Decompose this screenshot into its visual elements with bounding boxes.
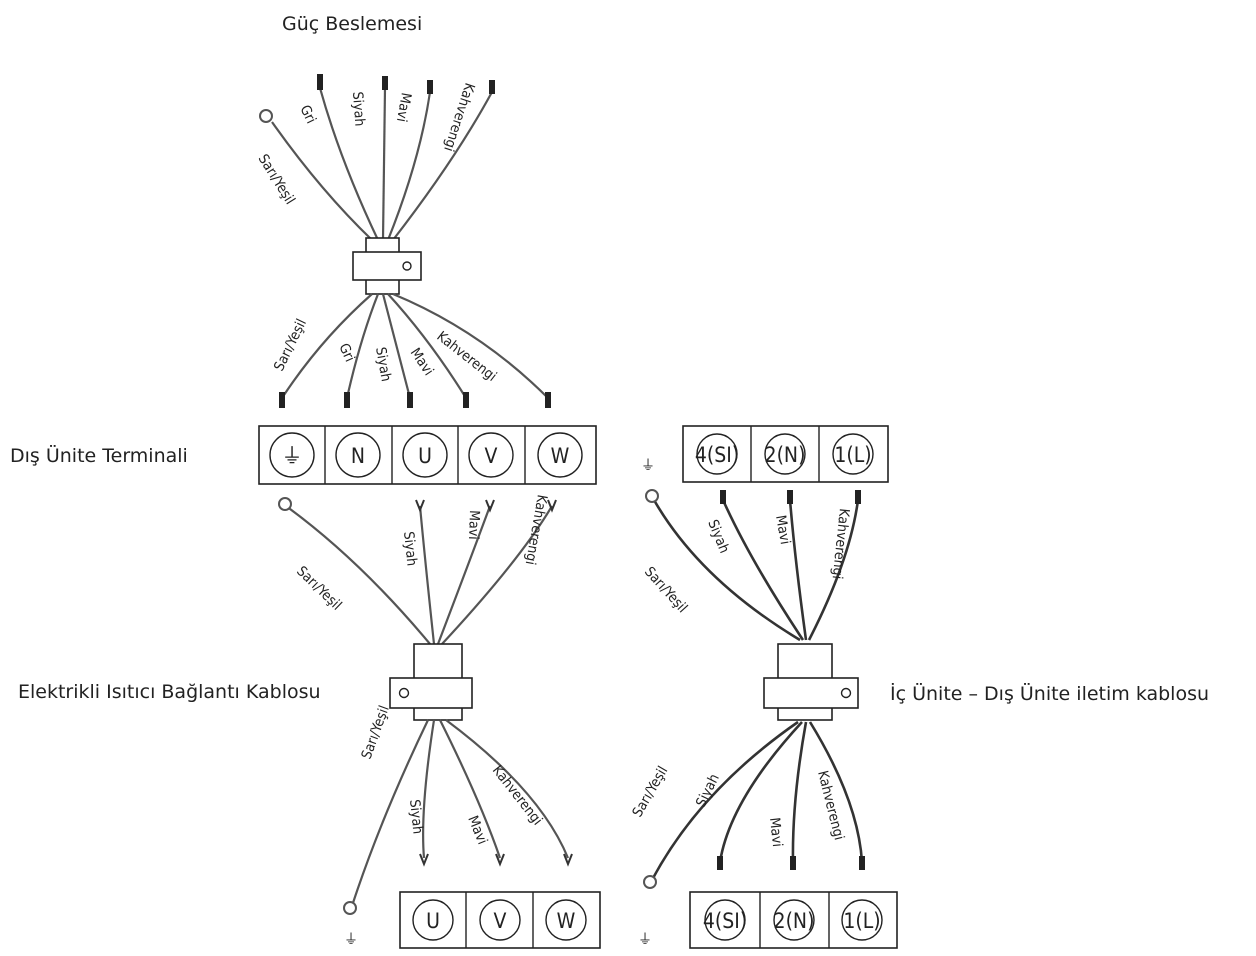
wire-label-black: Siyah — [349, 91, 367, 127]
terminal-n: N — [351, 444, 365, 468]
heater-wire-label-brown: Kahverengi — [522, 493, 550, 566]
wire-label-black-2: Siyah — [372, 346, 394, 383]
wire-label-blue: Mavi — [393, 91, 414, 123]
terminal-2n-bottom: 2(N) — [774, 909, 815, 933]
indoor-terminal-block-top: 4(SI) 2(N) 1(L) ⏚ — [641, 425, 889, 483]
terminal-1l-bottom: 1(L) — [843, 909, 880, 933]
heater-wire-label-blue: Mavi — [465, 510, 482, 540]
power-supply-bundle: Gri Siyah Mavi Kahverengi Sarı/Yeşil Sar… — [255, 74, 551, 408]
outdoor-terminal-block: ⏚ N U V W — [258, 425, 597, 485]
power-supply-title: Güç Beslemesi — [282, 13, 422, 35]
ground-icon-comm: ⏚ — [638, 932, 652, 948]
heater-wire-label-blue-2: Mavi — [464, 814, 490, 847]
comm-wire-label-blue-2: Mavi — [766, 817, 785, 848]
terminal-4si-top: 4(SI) — [695, 443, 739, 467]
wire-label-gray-2: Gri — [335, 341, 357, 364]
ground-icon: ⏚ — [641, 458, 655, 474]
comm-wire-label-brown: Kahverengi — [829, 508, 852, 580]
ground-icon-heater: ⏚ — [344, 932, 358, 948]
terminal-2n-top: 2(N) — [765, 443, 806, 467]
wire-label-brown: Kahverengi — [440, 81, 477, 153]
terminal-w: W — [551, 444, 570, 468]
comm-cable-title: İç Ünite – Dış Ünite iletim kablosu — [890, 682, 1209, 705]
terminal-u: U — [418, 444, 432, 468]
heater-wire-label-yellow-green: Sarı/Yeşil — [293, 563, 344, 613]
terminal-4si-bottom: 4(SI) — [703, 909, 747, 933]
comm-wire-label-blue: Mavi — [772, 514, 793, 546]
wire-label-blue-2: Mavi — [407, 345, 437, 378]
heater-wire-label-black-2: Siyah — [406, 799, 426, 835]
terminal-ground: ⏚ — [282, 444, 303, 468]
heater-terminal-block: U V W ⏚ — [344, 891, 601, 949]
heater-wire-label-brown-2: Kahverengi — [489, 763, 545, 829]
comm-wire-label-yellow-green-2: Sarı/Yeşil — [630, 764, 672, 820]
heater-terminal-u: U — [426, 909, 440, 933]
heater-wire-label-yellow-green-2: Sarı/Yeşil — [359, 703, 393, 761]
terminal-v: V — [485, 444, 498, 468]
heater-terminal-v: V — [494, 909, 507, 933]
heater-terminal-w: W — [557, 909, 576, 933]
heater-cable-bundle: Sarı/Yeşil Siyah Mavi Kahverengi Sarı/Ye… — [278, 493, 573, 915]
outdoor-terminal-title: Dış Ünite Terminali — [10, 444, 188, 467]
terminal-1l-top: 1(L) — [834, 443, 871, 467]
heater-wire-label-black: Siyah — [400, 531, 420, 567]
comm-wire-label-black: Siyah — [704, 518, 732, 556]
comm-cable-bundle: Sarı/Yeşil Siyah Mavi Kahverengi Sarı/Ye… — [630, 489, 865, 889]
wire-label-yellow-green: Sarı/Yeşil — [255, 152, 298, 208]
ring-terminal-icon — [259, 109, 273, 123]
heater-cable-title: Elektrikli Isıtıcı Bağlantı Kablosu — [18, 681, 321, 703]
indoor-terminal-block-bottom: 4(SI) 2(N) 1(L) ⏚ — [638, 891, 898, 949]
comm-wire-label-yellow-green: Sarı/Yeşil — [641, 564, 690, 616]
wire-label-gray: Gri — [296, 103, 318, 127]
wire-label-brown-2: Kahverengi — [434, 329, 500, 385]
